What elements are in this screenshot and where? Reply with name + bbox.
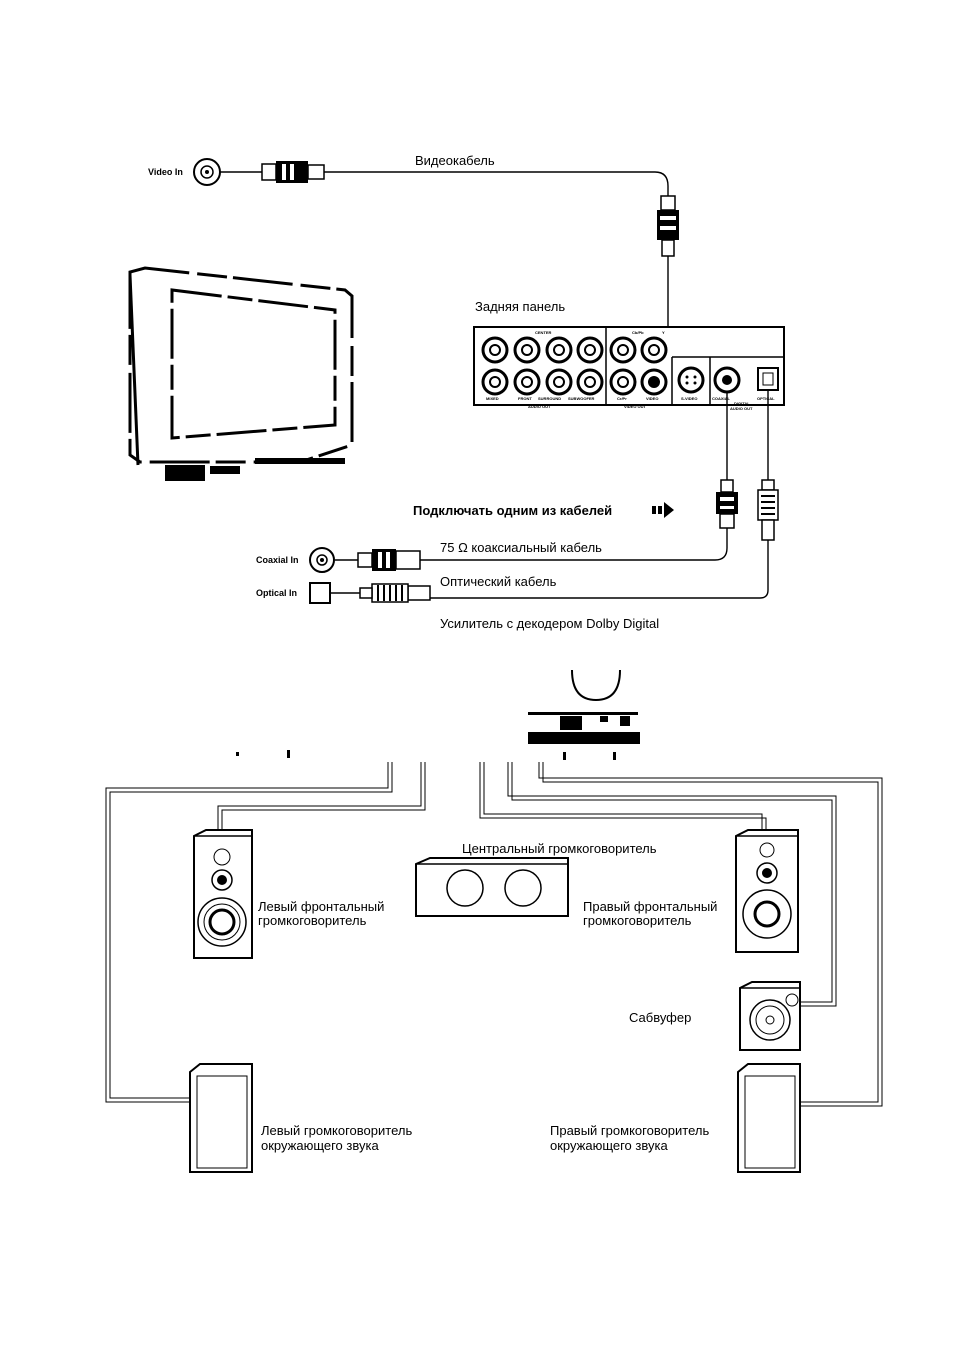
right-surround-label-1: Правый громкоговоритель — [550, 1123, 709, 1138]
center-speaker — [415, 857, 569, 917]
coaxial-in-jack — [309, 547, 335, 573]
right-front-speaker — [735, 829, 799, 953]
svg-text:CENTER: CENTER — [535, 330, 552, 335]
svg-text:S-VIDEO: S-VIDEO — [681, 396, 697, 401]
svg-text:SURROUND: SURROUND — [538, 396, 561, 401]
svg-text:MIXED: MIXED — [486, 396, 499, 401]
svg-text:AUDIO OUT: AUDIO OUT — [528, 404, 551, 409]
subwoofer-label: Сабвуфер — [629, 1010, 691, 1025]
coaxial-in-label: Coaxial In — [256, 555, 299, 565]
connect-one-label: Подключать одним из кабелей — [413, 503, 612, 518]
left-front-label-2: громкоговоритель — [258, 913, 367, 928]
coax-cable-label: 75 Ω коаксиальный кабель — [440, 540, 602, 555]
optical-in-jack — [309, 582, 331, 604]
left-surround-label-1: Левый громкоговоритель — [261, 1123, 412, 1138]
amplifier-label: Усилитель с декодером Dolby Digital — [440, 616, 659, 631]
center-speaker-label: Центральный громкоговоритель — [462, 841, 657, 856]
video-jacks — [609, 336, 779, 396]
svg-text:VIDEO OUT: VIDEO OUT — [624, 404, 647, 409]
right-front-label-1: Правый фронтальный — [583, 899, 717, 914]
coaxial-cable — [335, 392, 738, 571]
tv-illustration — [128, 266, 354, 481]
svg-text:SUBWOOFER: SUBWOOFER — [568, 396, 595, 401]
left-surround-speaker — [189, 1063, 253, 1173]
left-front-speaker — [193, 829, 253, 959]
subwoofer — [739, 981, 801, 1051]
svg-text:OPTICAL: OPTICAL — [757, 396, 775, 401]
left-surround-label-2: окружающего звука — [261, 1138, 379, 1153]
audio-jacks — [481, 336, 604, 396]
left-front-label-1: Левый фронтальный — [258, 899, 384, 914]
arrow-right-icon — [652, 502, 674, 518]
svg-text:Cr/Pr: Cr/Pr — [617, 396, 627, 401]
svg-text:FRONT: FRONT — [518, 396, 532, 401]
rear-panel: CENTER Cb/Pb Y MIXED FRONT SURROUND SUBW… — [473, 326, 785, 411]
optical-in-label: Optical In — [256, 588, 297, 598]
svg-text:VIDEO: VIDEO — [646, 396, 658, 401]
video-in-label: Video In — [148, 167, 183, 177]
video-cable-label: Видеокабель — [415, 153, 495, 168]
amplifier-illustration — [528, 669, 640, 760]
optical-cable-label: Оптический кабель — [440, 574, 557, 589]
svg-text:Y: Y — [662, 330, 665, 335]
video-in-jack — [193, 158, 221, 186]
right-surround-speaker — [737, 1063, 801, 1173]
right-front-label-2: громкоговоритель — [583, 913, 692, 928]
svg-text:Cb/Pb: Cb/Pb — [632, 330, 644, 335]
svg-text:DIGITAL: DIGITAL — [734, 401, 750, 406]
svg-text:COAXIAL: COAXIAL — [712, 396, 731, 401]
optical-cable — [330, 390, 779, 603]
video-cable — [220, 161, 679, 378]
rear-panel-label: Задняя панель — [475, 299, 565, 314]
speaker-wires — [105, 762, 883, 1107]
svg-text:AUDIO OUT: AUDIO OUT — [730, 406, 753, 411]
right-surround-label-2: окружающего звука — [550, 1138, 668, 1153]
